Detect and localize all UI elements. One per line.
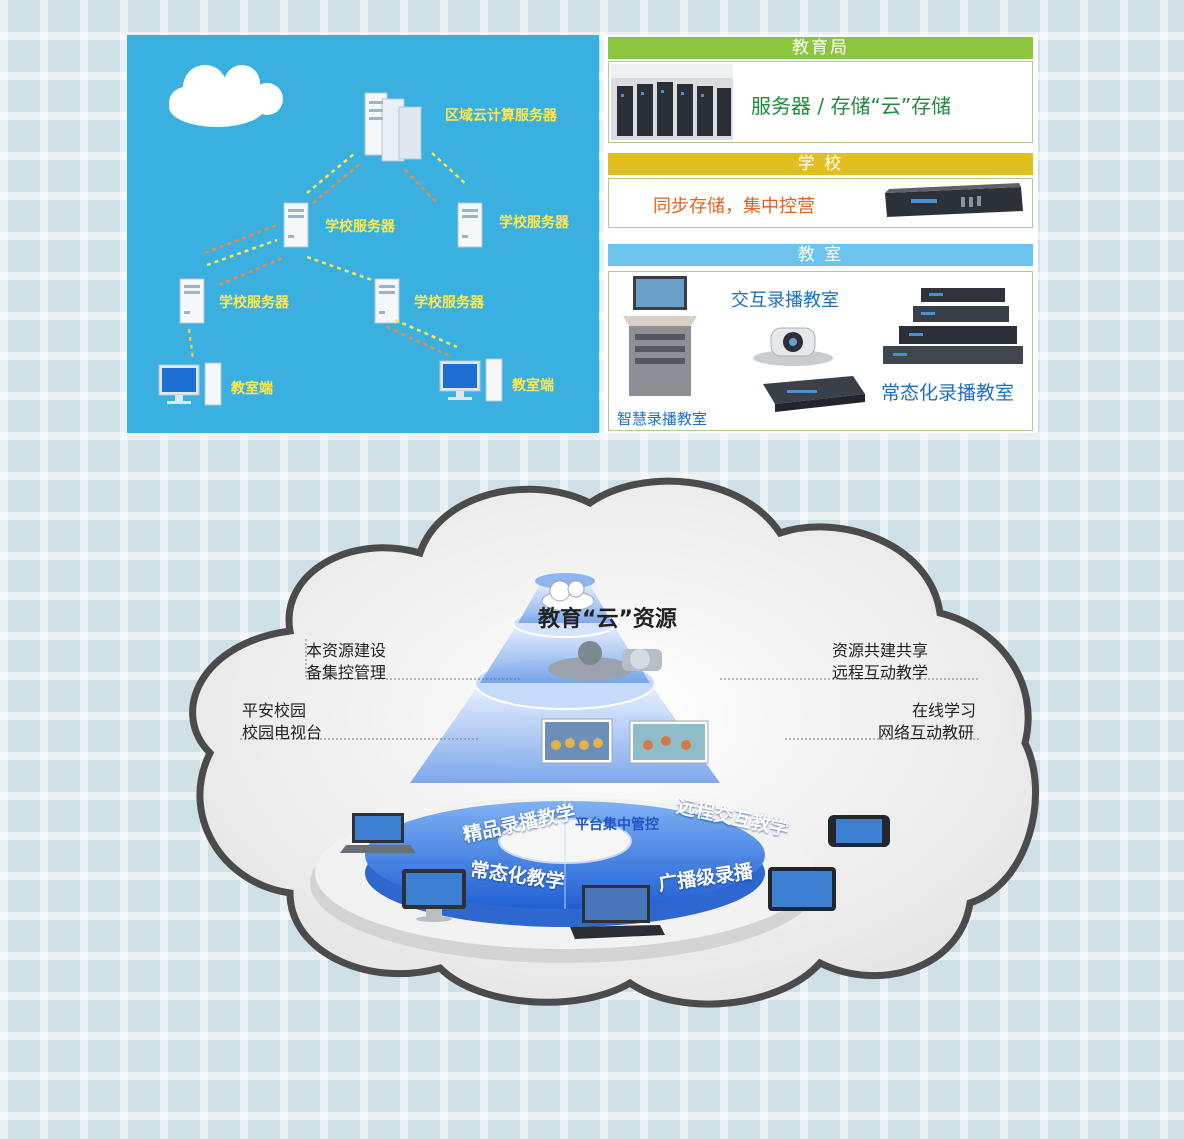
control-center-model-icon (548, 641, 662, 681)
tier-box-classroom: 智慧录播教室 交互录播教室 常态化录播教室 (608, 271, 1033, 431)
storage-appliance-icon (885, 183, 1023, 217)
tier-panel: 教育局 服务器 / 存储“云”存储 学 校 同步存储，集中控营 教 室 (604, 35, 1038, 433)
school-server-label: 学校服务器 (219, 295, 289, 311)
cloud-server-label: 区域云计算服务器 (445, 108, 557, 124)
feature-right-2b: 网络互动教研 (878, 723, 975, 742)
school-server-label: 学校服务器 (325, 219, 395, 235)
education-cloud-diagram: 教育“云”资源 本资源建设 备集控管理 平安校园 校园电视台 资源共建共享 远程… (120, 463, 1050, 1023)
school-server-label: 学校服务器 (414, 295, 484, 311)
feature-right-1b: 远程互动教学 (832, 663, 929, 682)
smart-podium-icon (623, 276, 697, 396)
school-server-label: 学校服务器 (499, 215, 569, 231)
leader-lines (240, 639, 980, 740)
cloud-server-rack-icon (364, 92, 422, 162)
smartphone-icon (828, 815, 890, 847)
bureau-storage-text: 服务器 / 存储“云”存储 (751, 94, 952, 118)
classroom-label: 教室端 (231, 381, 273, 397)
classroom-pc-icon (158, 362, 222, 406)
server-icon (283, 202, 309, 248)
recorder-box-icon (763, 376, 865, 412)
server-icon (179, 278, 205, 324)
ptz-camera-icon (753, 327, 833, 366)
feature-left-2b: 校园电视台 (242, 723, 323, 742)
feature-left-1b: 备集控管理 (306, 663, 387, 682)
connection-arrows (187, 152, 468, 360)
tv-recorder-icon (570, 885, 665, 939)
feature-left-1a: 本资源建设 (306, 641, 387, 660)
tier-box-bureau: 服务器 / 存储“云”存储 (608, 61, 1033, 143)
normal-classroom-label: 常态化录播教室 (881, 382, 1015, 404)
tier-box-school: 同步存储，集中控营 (608, 178, 1033, 228)
smart-classroom-label: 智慧录播教室 (617, 410, 708, 428)
tablet-icon (768, 867, 836, 911)
feature-right-1a: 资源共建共享 (832, 641, 929, 660)
server-icon (374, 278, 400, 324)
interactive-classroom-label: 交互录播教室 (731, 290, 839, 311)
recording-host-stack-icon (883, 288, 1023, 364)
school-storage-text: 同步存储，集中控营 (653, 196, 815, 217)
title-cloud-icon (541, 580, 595, 612)
ring-center-label: 平台集中管控 (575, 817, 659, 833)
network-diagram-graphics (158, 65, 503, 406)
classroom-pc-icon (439, 358, 503, 402)
server-icon (457, 202, 483, 248)
feature-right-2a: 在线学习 (912, 701, 977, 720)
feature-left-2a: 平安校园 (242, 701, 307, 720)
server-room-image (611, 64, 733, 140)
desktop-monitor-icon (402, 869, 466, 922)
cloud-shape-graphics (189, 477, 1039, 1008)
sky-cloud-icon (169, 65, 283, 127)
tier-header-classroom: 教 室 (608, 244, 1033, 266)
tier-header-school: 学 校 (608, 153, 1033, 175)
classroom-photo-icon (541, 718, 709, 764)
classroom-label: 教室端 (512, 378, 554, 394)
tier-header-bureau: 教育局 (608, 37, 1033, 59)
laptop-icon (340, 813, 416, 853)
network-diagram-panel: 区域云计算服务器 学校服务器 学校服务器 学校服务器 学校服务器 教室端 教室端 (127, 35, 599, 433)
cloud-title: 教育“云”资源 (538, 607, 677, 632)
